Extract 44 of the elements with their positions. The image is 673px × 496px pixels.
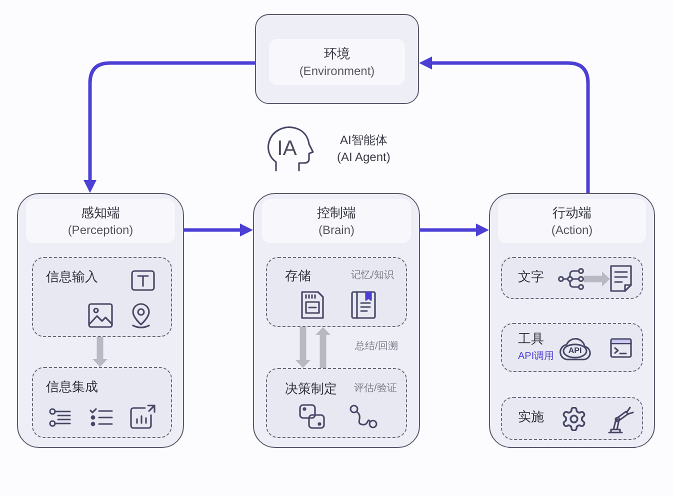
dashed-group-box — [501, 323, 643, 372]
environment-box — [255, 14, 419, 104]
group-title: 信息集成 — [46, 379, 98, 395]
group-title: 存储 — [285, 268, 311, 284]
agent-label: AI智能体 — [340, 133, 388, 148]
module-panel — [17, 193, 184, 448]
group-title: 信息输入 — [46, 269, 98, 285]
module-title: 控制端 — [317, 204, 356, 220]
dashed-group-box — [501, 397, 643, 440]
module-title: 感知端 — [81, 204, 120, 220]
dashed-group-box — [32, 367, 172, 438]
group-title: 决策制定 — [285, 381, 337, 397]
module-panel — [253, 193, 420, 448]
group-title: 文字 — [518, 269, 544, 285]
group-note: 总结/回溯 — [355, 341, 398, 353]
group-note: API调用 — [518, 351, 554, 363]
module-panel — [489, 193, 655, 448]
group-note: 评估/验证 — [354, 383, 397, 395]
arrow — [296, 327, 310, 368]
module-title: 行动端 — [552, 204, 592, 220]
dashed-group-box — [32, 257, 172, 337]
group-title: 工具 — [518, 331, 544, 347]
arrow — [316, 327, 330, 368]
module-subtitle: (Environment) — [299, 64, 375, 78]
arrow — [184, 224, 253, 236]
dashed-group-box — [501, 257, 643, 299]
dashed-group-box — [266, 257, 407, 327]
arrow — [92, 337, 108, 367]
dashed-group-box — [266, 368, 407, 438]
arrow — [584, 272, 610, 286]
document-icon — [610, 264, 632, 292]
agent-label: (AI Agent) — [337, 150, 390, 164]
arrow — [84, 61, 255, 193]
icon-text: API — [567, 347, 583, 355]
icon-text: IA — [277, 136, 297, 162]
group-note: 记忆/知识 — [351, 270, 394, 282]
module-title: 环境 — [324, 46, 350, 62]
arrow — [419, 56, 590, 193]
module-subtitle: (Perception) — [68, 222, 134, 238]
network-icon — [558, 268, 584, 290]
arrow — [420, 224, 489, 236]
module-subtitle: (Brain) — [318, 222, 354, 238]
group-title: 实施 — [518, 409, 544, 425]
module-subtitle: (Action) — [551, 222, 593, 238]
